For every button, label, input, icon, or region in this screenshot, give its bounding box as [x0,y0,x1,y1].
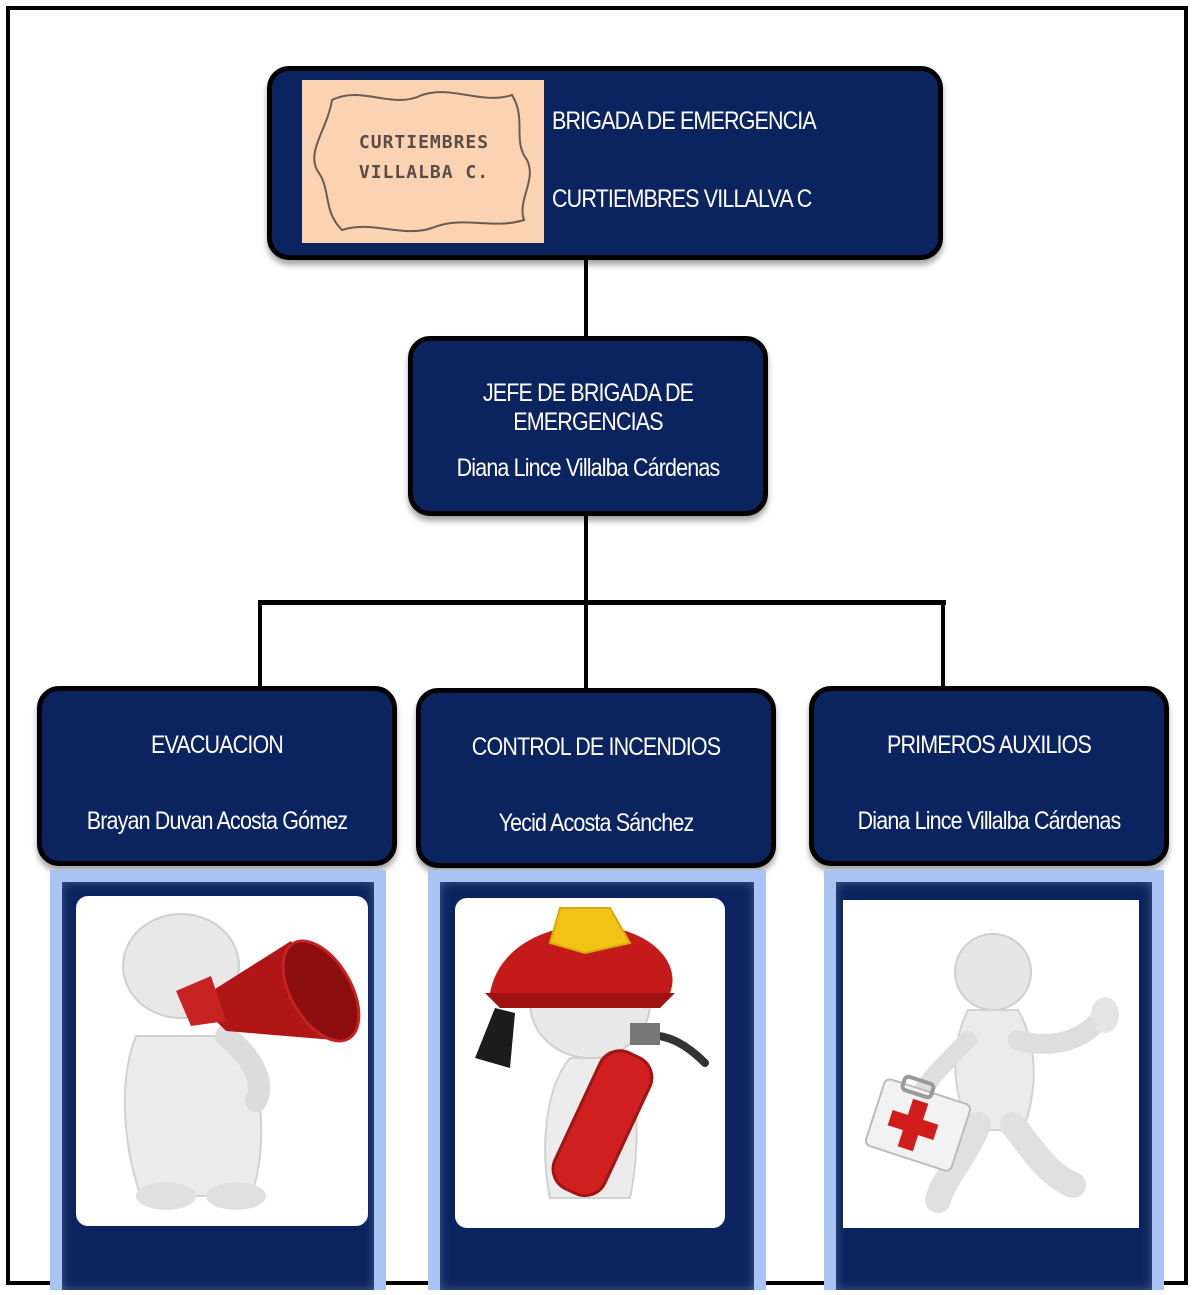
team-role: EVACUACION [151,731,284,759]
chief-role: JEFE DE BRIGADA DE EMERGENCIAS [482,379,694,436]
first-aid-figure-icon [843,900,1139,1228]
connector-horizontal [258,600,946,605]
firefighter-figure-icon [455,898,725,1228]
connector-right-vertical [941,600,945,690]
company-logo: CURTIEMBRES VILLALBA C. [302,80,544,243]
team-box-first-aid: PRIMEROS AUXILIOS Diana Lince Villalba C… [809,686,1169,866]
header-title-line2: CURTIEMBRES VILLALVA C [552,185,812,213]
team-role: CONTROL DE INCENDIOS [471,733,721,761]
team-member-name: Brayan Duvan Acosta Gómez [86,807,348,835]
team-member-name: Diana Lince Villalba Cárdenas [857,807,1122,835]
megaphone-figure-icon [76,896,368,1226]
team-role: PRIMEROS AUXILIOS [886,731,1092,759]
chief-box: JEFE DE BRIGADA DE EMERGENCIAS Diana Lin… [408,336,768,516]
chief-name: Diana Lince Villalba Cárdenas [456,454,721,482]
team-member-name: Yecid Acosta Sánchez [498,809,695,837]
team-box-evacuation: EVACUACION Brayan Duvan Acosta Gómez [37,686,397,866]
connector-top-vertical [584,258,588,340]
connector-left-vertical [258,600,262,690]
logo-text-line2: VILLALBA C. [358,162,490,183]
header-title-line1: BRIGADA DE EMERGENCIA [552,107,817,135]
logo-text-line1: CURTIEMBRES [358,132,490,153]
team-box-fire-control: CONTROL DE INCENDIOS Yecid Acosta Sánche… [416,688,776,868]
